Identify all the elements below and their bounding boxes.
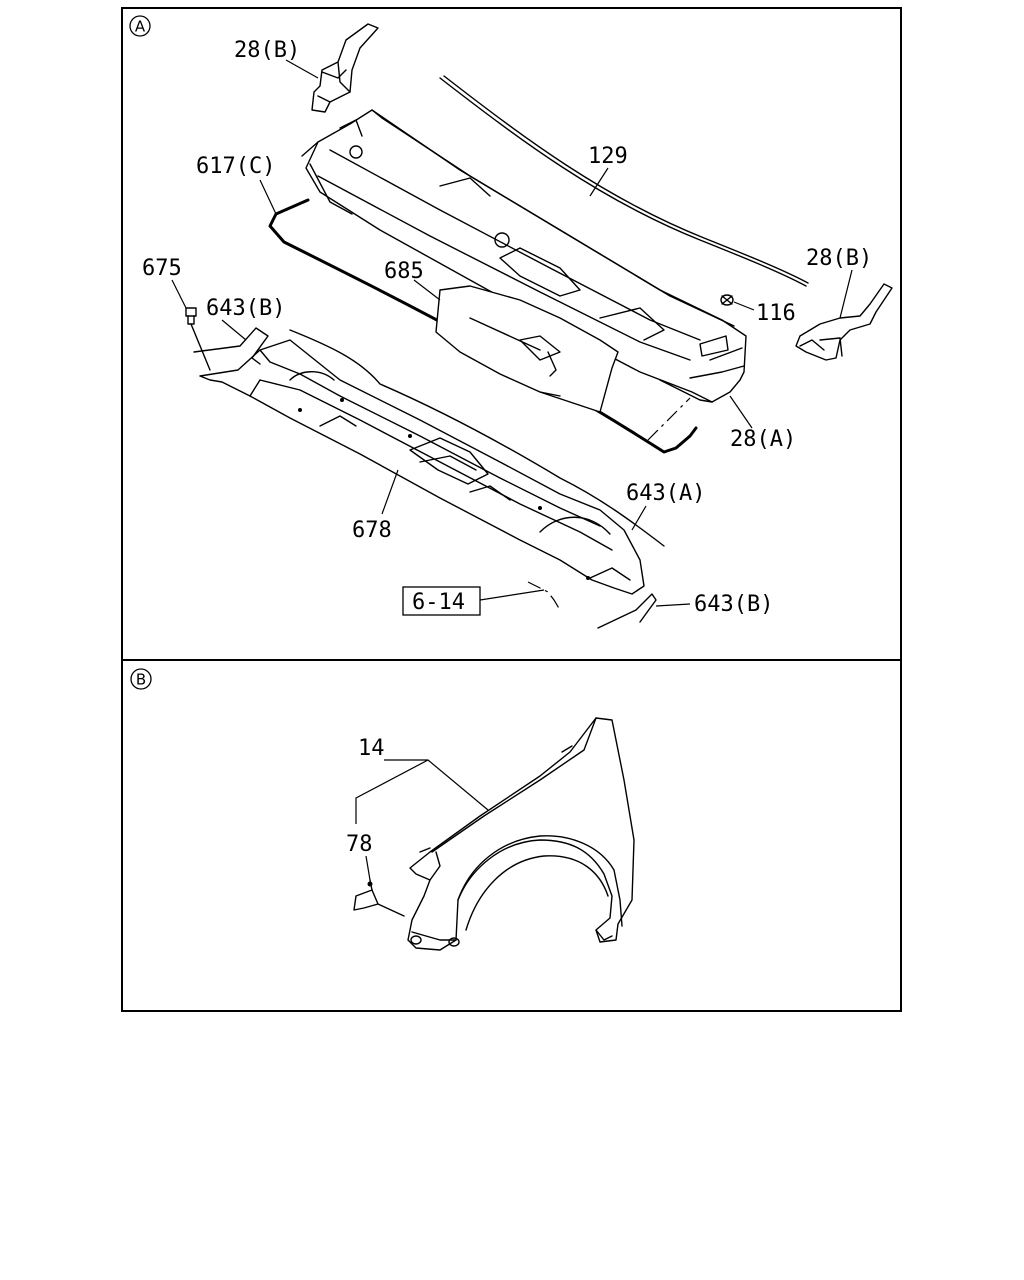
leader-28b-top — [285, 59, 319, 79]
callout-28b-top: 28(B) — [234, 38, 300, 63]
section-a-letter: A — [135, 18, 146, 36]
section-b-letter: B — [136, 671, 146, 689]
part-upper-cowl — [301, 109, 747, 403]
leader-28a — [729, 395, 753, 429]
leader-643a — [631, 505, 647, 531]
part-685-pad — [435, 285, 619, 413]
part-14-fender — [407, 717, 635, 951]
callout-617c: 617(C) — [196, 154, 275, 179]
section-a-marker: A — [129, 15, 151, 37]
callout-643b-bottom: 643(B) — [694, 592, 773, 617]
part-643b-bottom — [597, 593, 657, 629]
callout-675: 675 — [142, 256, 182, 281]
callout-116: 116 — [756, 301, 796, 326]
callout-685: 685 — [384, 259, 424, 284]
part-28b-right — [795, 283, 893, 361]
callout-643b-left: 643(B) — [206, 296, 285, 321]
leader-28b-right — [839, 269, 853, 319]
leader-116 — [733, 301, 755, 311]
part-643b-left — [193, 327, 269, 365]
part-129-molding — [439, 75, 809, 287]
part-28b-upper — [311, 23, 379, 113]
leader-685 — [413, 279, 441, 301]
part-617c-hidden-line — [647, 397, 691, 441]
leader-643b-left — [221, 319, 247, 341]
part-678-lower-cowl — [199, 339, 645, 595]
part-6-14 — [527, 581, 561, 611]
section-b-marker: B — [130, 668, 152, 690]
callout-28a: 28(A) — [730, 427, 796, 452]
part-675-bolt — [185, 307, 211, 371]
part-116-clip — [720, 294, 734, 306]
leader-6-14 — [479, 589, 545, 601]
callout-678: 678 — [352, 518, 392, 543]
leader-617c — [259, 179, 277, 215]
leader-643b-bottom — [655, 603, 691, 607]
leader-678 — [381, 469, 399, 515]
leader-129 — [589, 167, 609, 197]
leader-14 — [355, 759, 489, 824]
callout-14: 14 — [358, 736, 385, 761]
callout-6-14: 6-14 — [412, 590, 465, 615]
section-b-frame — [121, 659, 902, 1012]
callout-643a: 643(A) — [626, 481, 705, 506]
leader-78 — [365, 855, 371, 881]
callout-28b-right: 28(B) — [806, 246, 872, 271]
part-78-clip — [353, 879, 405, 917]
leader-675 — [171, 279, 187, 309]
part-643a-strip — [289, 329, 665, 547]
callout-129: 129 — [588, 144, 628, 169]
reference-box-6-14 — [402, 586, 481, 616]
callout-78: 78 — [346, 832, 373, 857]
